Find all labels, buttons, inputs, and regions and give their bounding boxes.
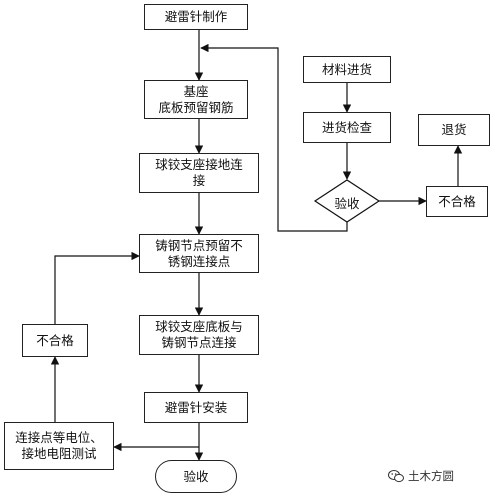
node-cast-steel-stainless-point: 铸钢节点预留不 锈钢连接点 (139, 234, 259, 273)
node-fail-right: 不合格 (426, 186, 488, 217)
watermark-text: 土木方圆 (408, 469, 454, 483)
node-final-acceptance: 验收 (155, 460, 237, 493)
node-base-plate-rebar: 基座 底板预留钢筋 (144, 80, 248, 119)
node-fail-left: 不合格 (22, 324, 88, 357)
arrow-fail-to-n4 (54, 251, 140, 324)
node-lightning-rod-fabrication: 避雷针制作 (144, 4, 248, 30)
node-material-incoming: 材料进货 (303, 56, 391, 83)
arrow-decision-to-main (200, 43, 348, 232)
watermark: 土木方圆 (388, 468, 454, 484)
node-lightning-rod-install: 避雷针安装 (144, 392, 248, 423)
node-base-plate-cast-connection: 球铰支座底板与 铸钢节点连接 (139, 315, 259, 355)
decision-acceptance-label: 验收 (334, 196, 360, 211)
decision-diamond (313, 179, 381, 223)
node-equipotential-test: 连接点等电位、 接地电阻测试 (4, 422, 114, 470)
node-incoming-inspection: 进货检查 (303, 112, 391, 143)
wechat-icon (388, 470, 404, 483)
node-return-goods: 退货 (418, 114, 490, 146)
node-ball-joint-grounding: 球铰支座接地连 接 (139, 153, 259, 193)
